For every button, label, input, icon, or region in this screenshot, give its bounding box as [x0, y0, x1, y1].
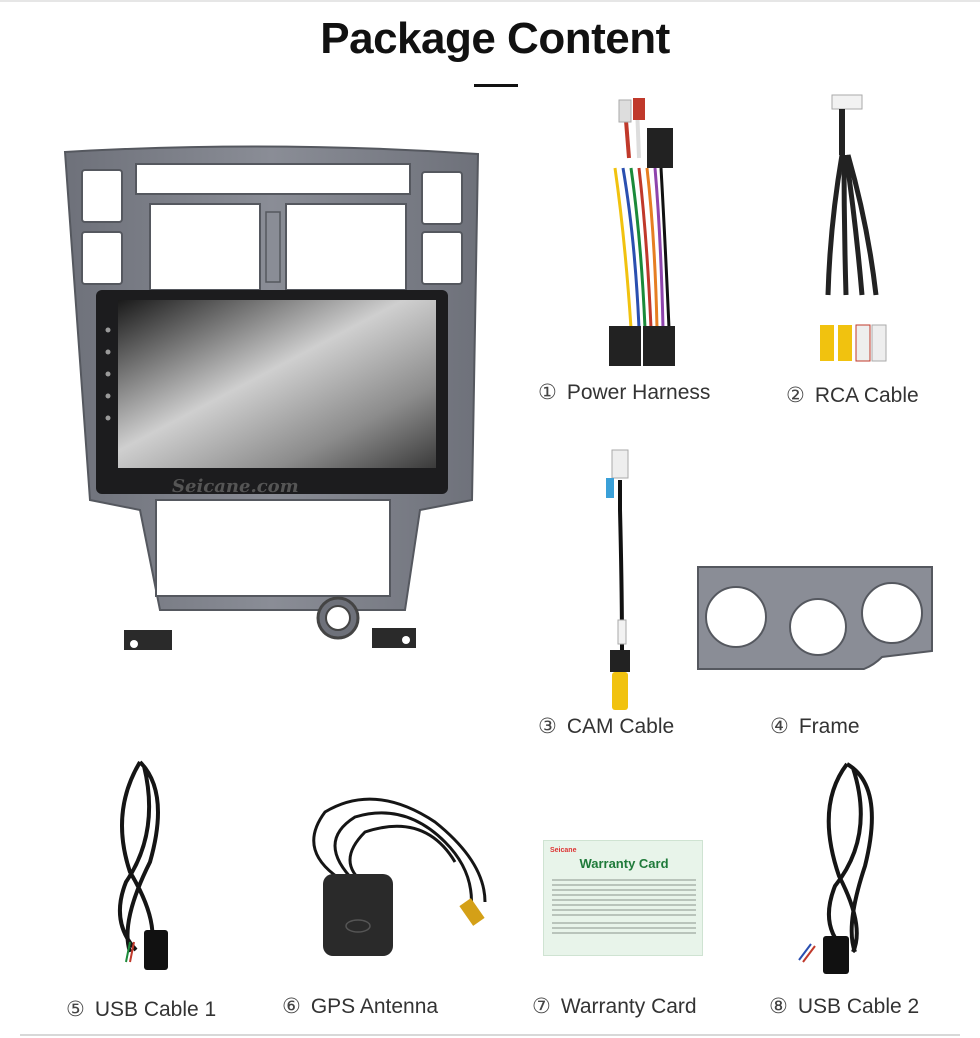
warranty-card-title: Warranty Card — [579, 856, 669, 871]
warranty-card-image: Seicane Warranty Card — [543, 840, 703, 956]
rca-cable-image — [820, 94, 887, 362]
gps-antenna-image — [312, 797, 487, 956]
headunit-image: Seicane.com — [63, 145, 480, 650]
page-title: Package Content — [320, 14, 670, 63]
frame-image — [697, 566, 933, 670]
warranty-card-brand: Seicane — [550, 847, 577, 854]
power-harness-image — [609, 98, 675, 366]
cam-cable-image — [606, 449, 630, 710]
seicane-watermark: Seicane.com — [172, 476, 299, 497]
title-underline — [474, 84, 518, 87]
top-divider — [0, 0, 980, 2]
usb-cable-1-image — [118, 760, 168, 970]
bottom-divider — [20, 1034, 960, 1036]
usb-cable-2-image — [798, 762, 874, 974]
warranty-card-text-lines — [552, 879, 696, 937]
